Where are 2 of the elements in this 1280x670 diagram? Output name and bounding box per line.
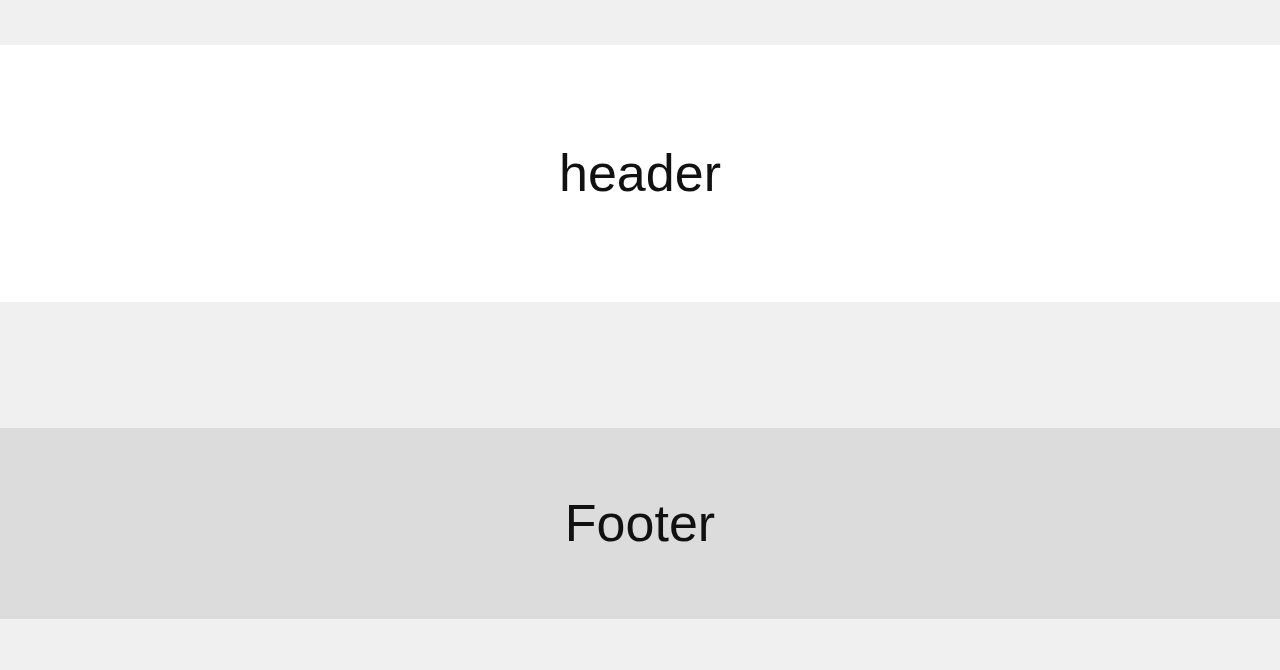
footer-text: Footer	[564, 493, 716, 554]
header-text: header	[559, 143, 721, 204]
